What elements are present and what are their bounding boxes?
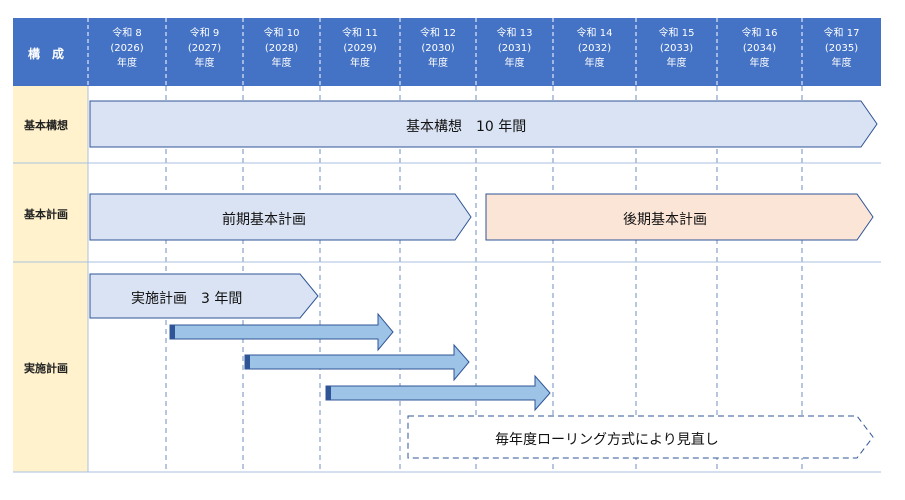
year-unit: 年度	[350, 58, 370, 69]
rolling-arrow-1	[169, 312, 394, 352]
year-ad: (2029)	[343, 43, 377, 54]
year-ad: (2033)	[659, 43, 694, 54]
header-year-2027: 令和 9 (2027) 年度	[166, 26, 243, 71]
year-ad: (2032)	[577, 43, 612, 54]
early-plan-bar-label: 前期基本計画	[222, 212, 306, 228]
year-era: 令和 15	[658, 28, 695, 39]
implementation-bar	[89, 273, 319, 319]
late-plan-bar-label: 後期基本計画	[623, 212, 707, 228]
early-plan-bar	[89, 193, 472, 241]
year-era: 令和 17	[823, 28, 860, 39]
year-ad: (2031)	[497, 43, 532, 54]
year-era: 令和 10	[263, 28, 300, 39]
row-label-column	[13, 86, 88, 472]
header-separators	[87, 18, 803, 86]
year-unit: 年度	[117, 58, 137, 69]
late-plan-bar	[485, 193, 874, 241]
year-unit: 年度	[584, 58, 605, 69]
rolling-review-label: 毎年度ローリング方式により見直し	[495, 432, 719, 448]
header-year-2034: 令和 16 (2034) 年度	[717, 26, 802, 71]
year-unit: 年度	[428, 58, 448, 69]
year-ad: (2028)	[264, 43, 299, 54]
header-year-2029: 令和 11 (2029) 年度	[320, 26, 400, 71]
year-unit: 年度	[666, 58, 687, 69]
year-ad: (2034)	[742, 43, 777, 54]
header-background	[13, 18, 881, 86]
header-year-2028: 令和 10 (2028) 年度	[243, 26, 320, 71]
row-label-implementation-plan: 実施計画	[24, 362, 68, 375]
header-year-2032: 令和 14 (2032) 年度	[553, 26, 636, 71]
year-era: 令和 12	[420, 28, 456, 39]
year-era: 令和 16	[741, 28, 778, 39]
header-year-2031: 令和 13 (2031) 年度	[476, 26, 553, 71]
year-unit: 年度	[271, 58, 292, 69]
rolling-arrow-1-tail	[170, 325, 175, 339]
header-year-2033: 令和 15 (2033) 年度	[636, 26, 717, 71]
year-ad: (2027)	[187, 43, 222, 54]
rolling-arrow-3-tail	[326, 386, 331, 400]
row-label-basic-plan: 基本計画	[24, 208, 68, 221]
header-year-2026: 令和 8 (2026) 年度	[88, 26, 166, 71]
year-era: 令和 13	[496, 28, 533, 39]
row-label-basic-concept: 基本構想	[24, 119, 68, 132]
header-year-2035: 令和 17 (2035) 年度	[802, 26, 881, 71]
year-gridlines	[165, 86, 803, 472]
year-ad: (2035)	[824, 43, 859, 54]
concept-bar-label: 基本構想 10 年間	[406, 119, 527, 135]
year-era: 令和 9	[189, 28, 220, 39]
year-unit: 年度	[194, 58, 215, 69]
rolling-arrow-3	[325, 374, 551, 412]
year-era: 令和 14	[576, 28, 613, 39]
year-ad: (2026)	[110, 43, 144, 54]
header-year-2030: 令和 12 (2030) 年度	[400, 26, 476, 71]
year-unit: 年度	[831, 58, 852, 69]
header-structure-label: 構 成	[28, 47, 65, 61]
year-era: 令和 8	[112, 28, 142, 39]
implementation-bar-label: 実施計画 3 年間	[131, 291, 243, 307]
year-ad: (2030)	[421, 43, 455, 54]
row-separators	[13, 162, 881, 473]
rolling-arrow-2-tail	[245, 355, 250, 369]
year-unit: 年度	[749, 58, 770, 69]
year-era: 令和 11	[342, 28, 378, 39]
rolling-arrow-2	[244, 343, 470, 382]
rolling-review-box	[407, 415, 874, 459]
year-unit: 年度	[504, 58, 525, 69]
concept-bar	[89, 100, 878, 148]
